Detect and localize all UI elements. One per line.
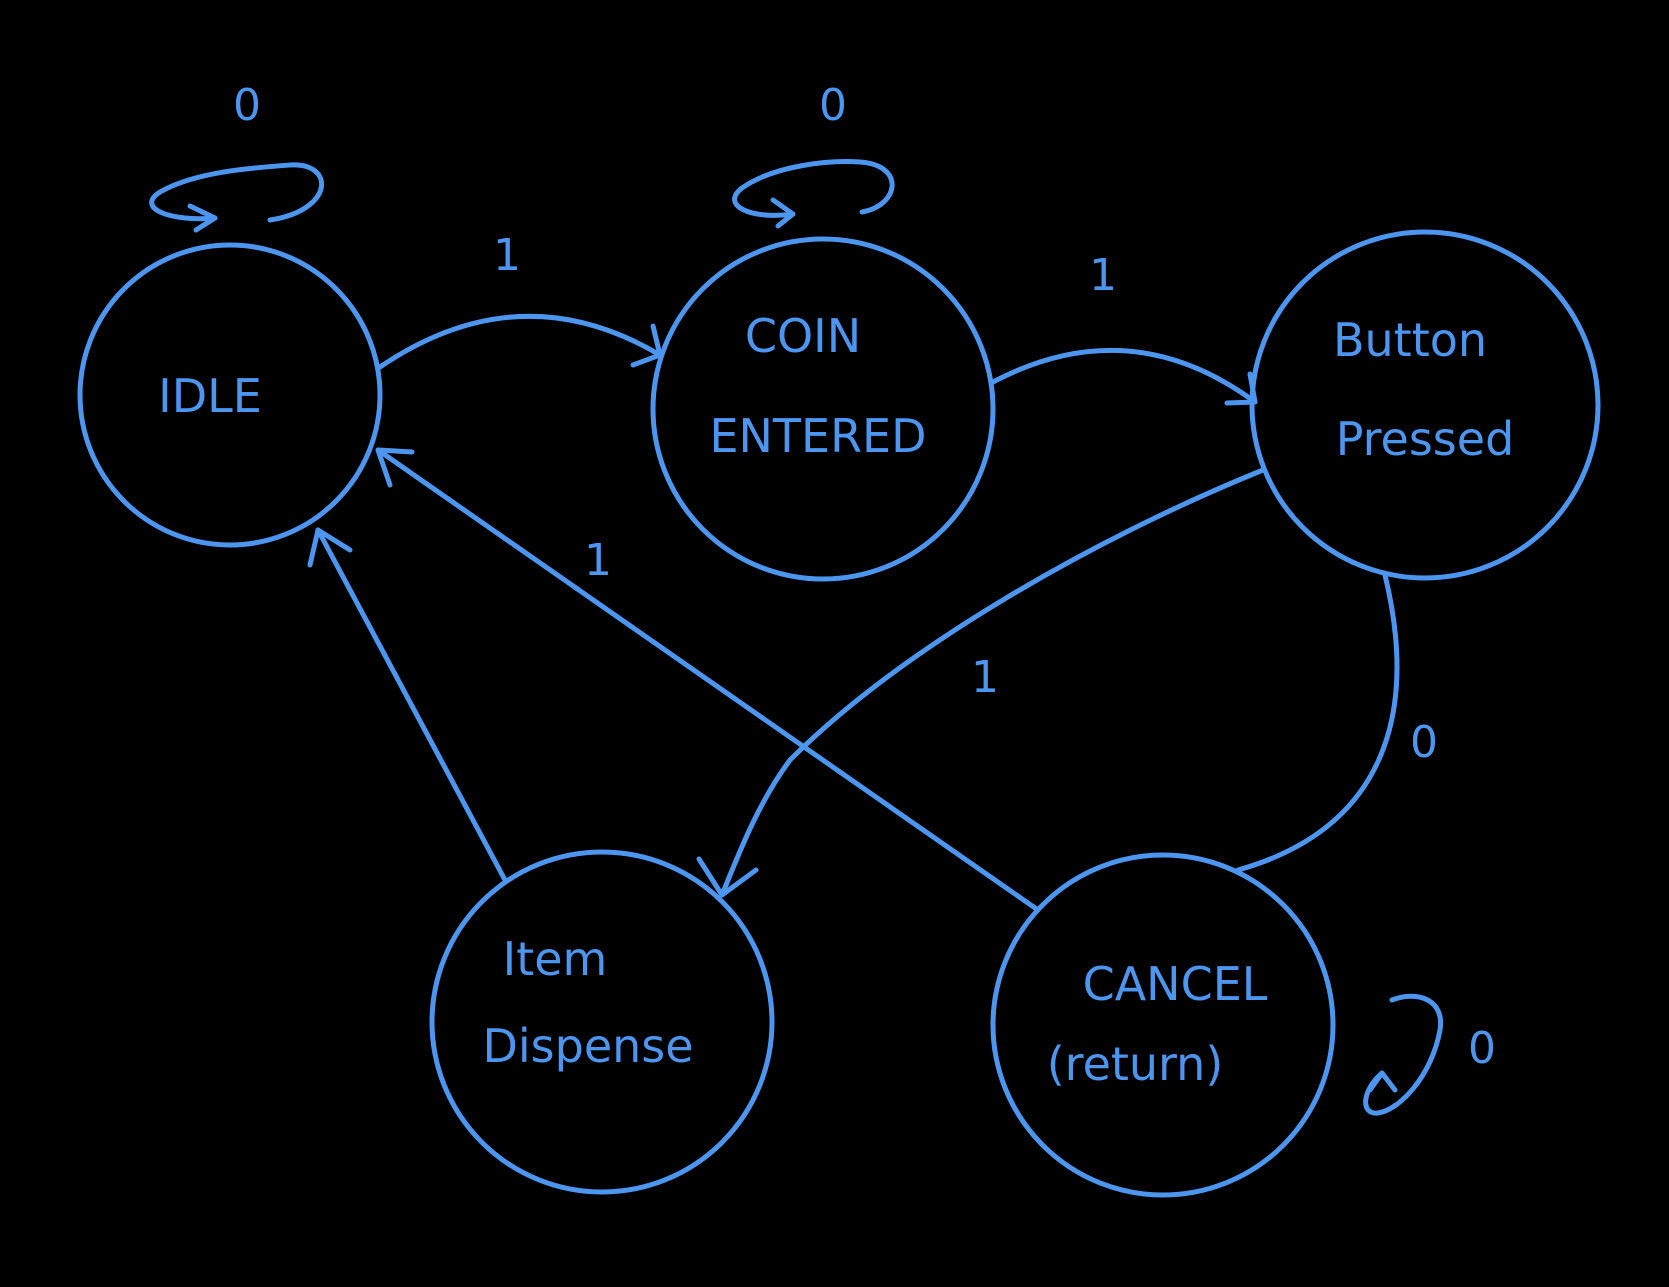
state-cancel-label-line1: CANCEL: [1083, 957, 1268, 1011]
coin-self-loop: [732, 159, 895, 218]
edge-item-to-idle: [315, 527, 508, 883]
cancel-self-loop: [1363, 993, 1444, 1116]
state-idle-circle: [77, 242, 383, 548]
idle-self-loop-arrowhead: [187, 203, 218, 233]
state-item-label-line1: Item: [503, 932, 608, 986]
edge-item-to-idle-arrowhead: [307, 527, 353, 568]
edge-button-to-item: [719, 467, 1266, 898]
edge-button-to-cancel: [1235, 572, 1400, 873]
state-idle-label: IDLE: [158, 369, 262, 423]
edge-idle-to-coin: [377, 313, 663, 370]
edge-idle-to-coin-arrowhead: [630, 323, 663, 368]
idle-self-loop-label: 0: [233, 80, 261, 131]
state-cancel-label-line2: (return): [1047, 1037, 1224, 1091]
state-button-label-line1: Button: [1333, 313, 1487, 367]
state-coin-label-line1: COIN: [745, 309, 861, 363]
edge-coin-to-button-arrowhead: [1224, 371, 1258, 406]
state-button-label-line2: Pressed: [1336, 412, 1515, 466]
cancel-self-loop-label: 0: [1468, 1023, 1496, 1074]
edge-cancel-to-idle-label: 1: [584, 535, 612, 586]
cancel-self-loop-arrowhead: [1367, 1070, 1398, 1093]
state-item-label-line2: Dispense: [482, 1019, 693, 1073]
coin-self-loop-arrowhead: [770, 197, 796, 229]
idle-self-loop: [149, 162, 325, 223]
coin-self-loop-label: 0: [819, 80, 847, 131]
state-coin-label-line2: ENTERED: [709, 409, 926, 463]
edge-button-to-cancel-label: 0: [1410, 717, 1438, 768]
edge-cancel-to-idle-arrowhead: [375, 447, 415, 488]
edge-coin-to-button: [990, 347, 1258, 405]
edge-button-to-item-label: 1: [971, 652, 999, 703]
edge-idle-to-coin-label: 1: [493, 230, 521, 281]
state-button-pressed-circle: [1249, 229, 1601, 581]
edge-button-to-item-arrowhead: [696, 856, 759, 898]
edge-coin-to-button-label: 1: [1089, 250, 1117, 301]
state-cancel-circle: [990, 852, 1336, 1198]
edge-cancel-to-idle: [375, 447, 1041, 913]
state-coin-entered-circle: [650, 236, 996, 582]
state-item-dispense-circle: [429, 849, 775, 1195]
